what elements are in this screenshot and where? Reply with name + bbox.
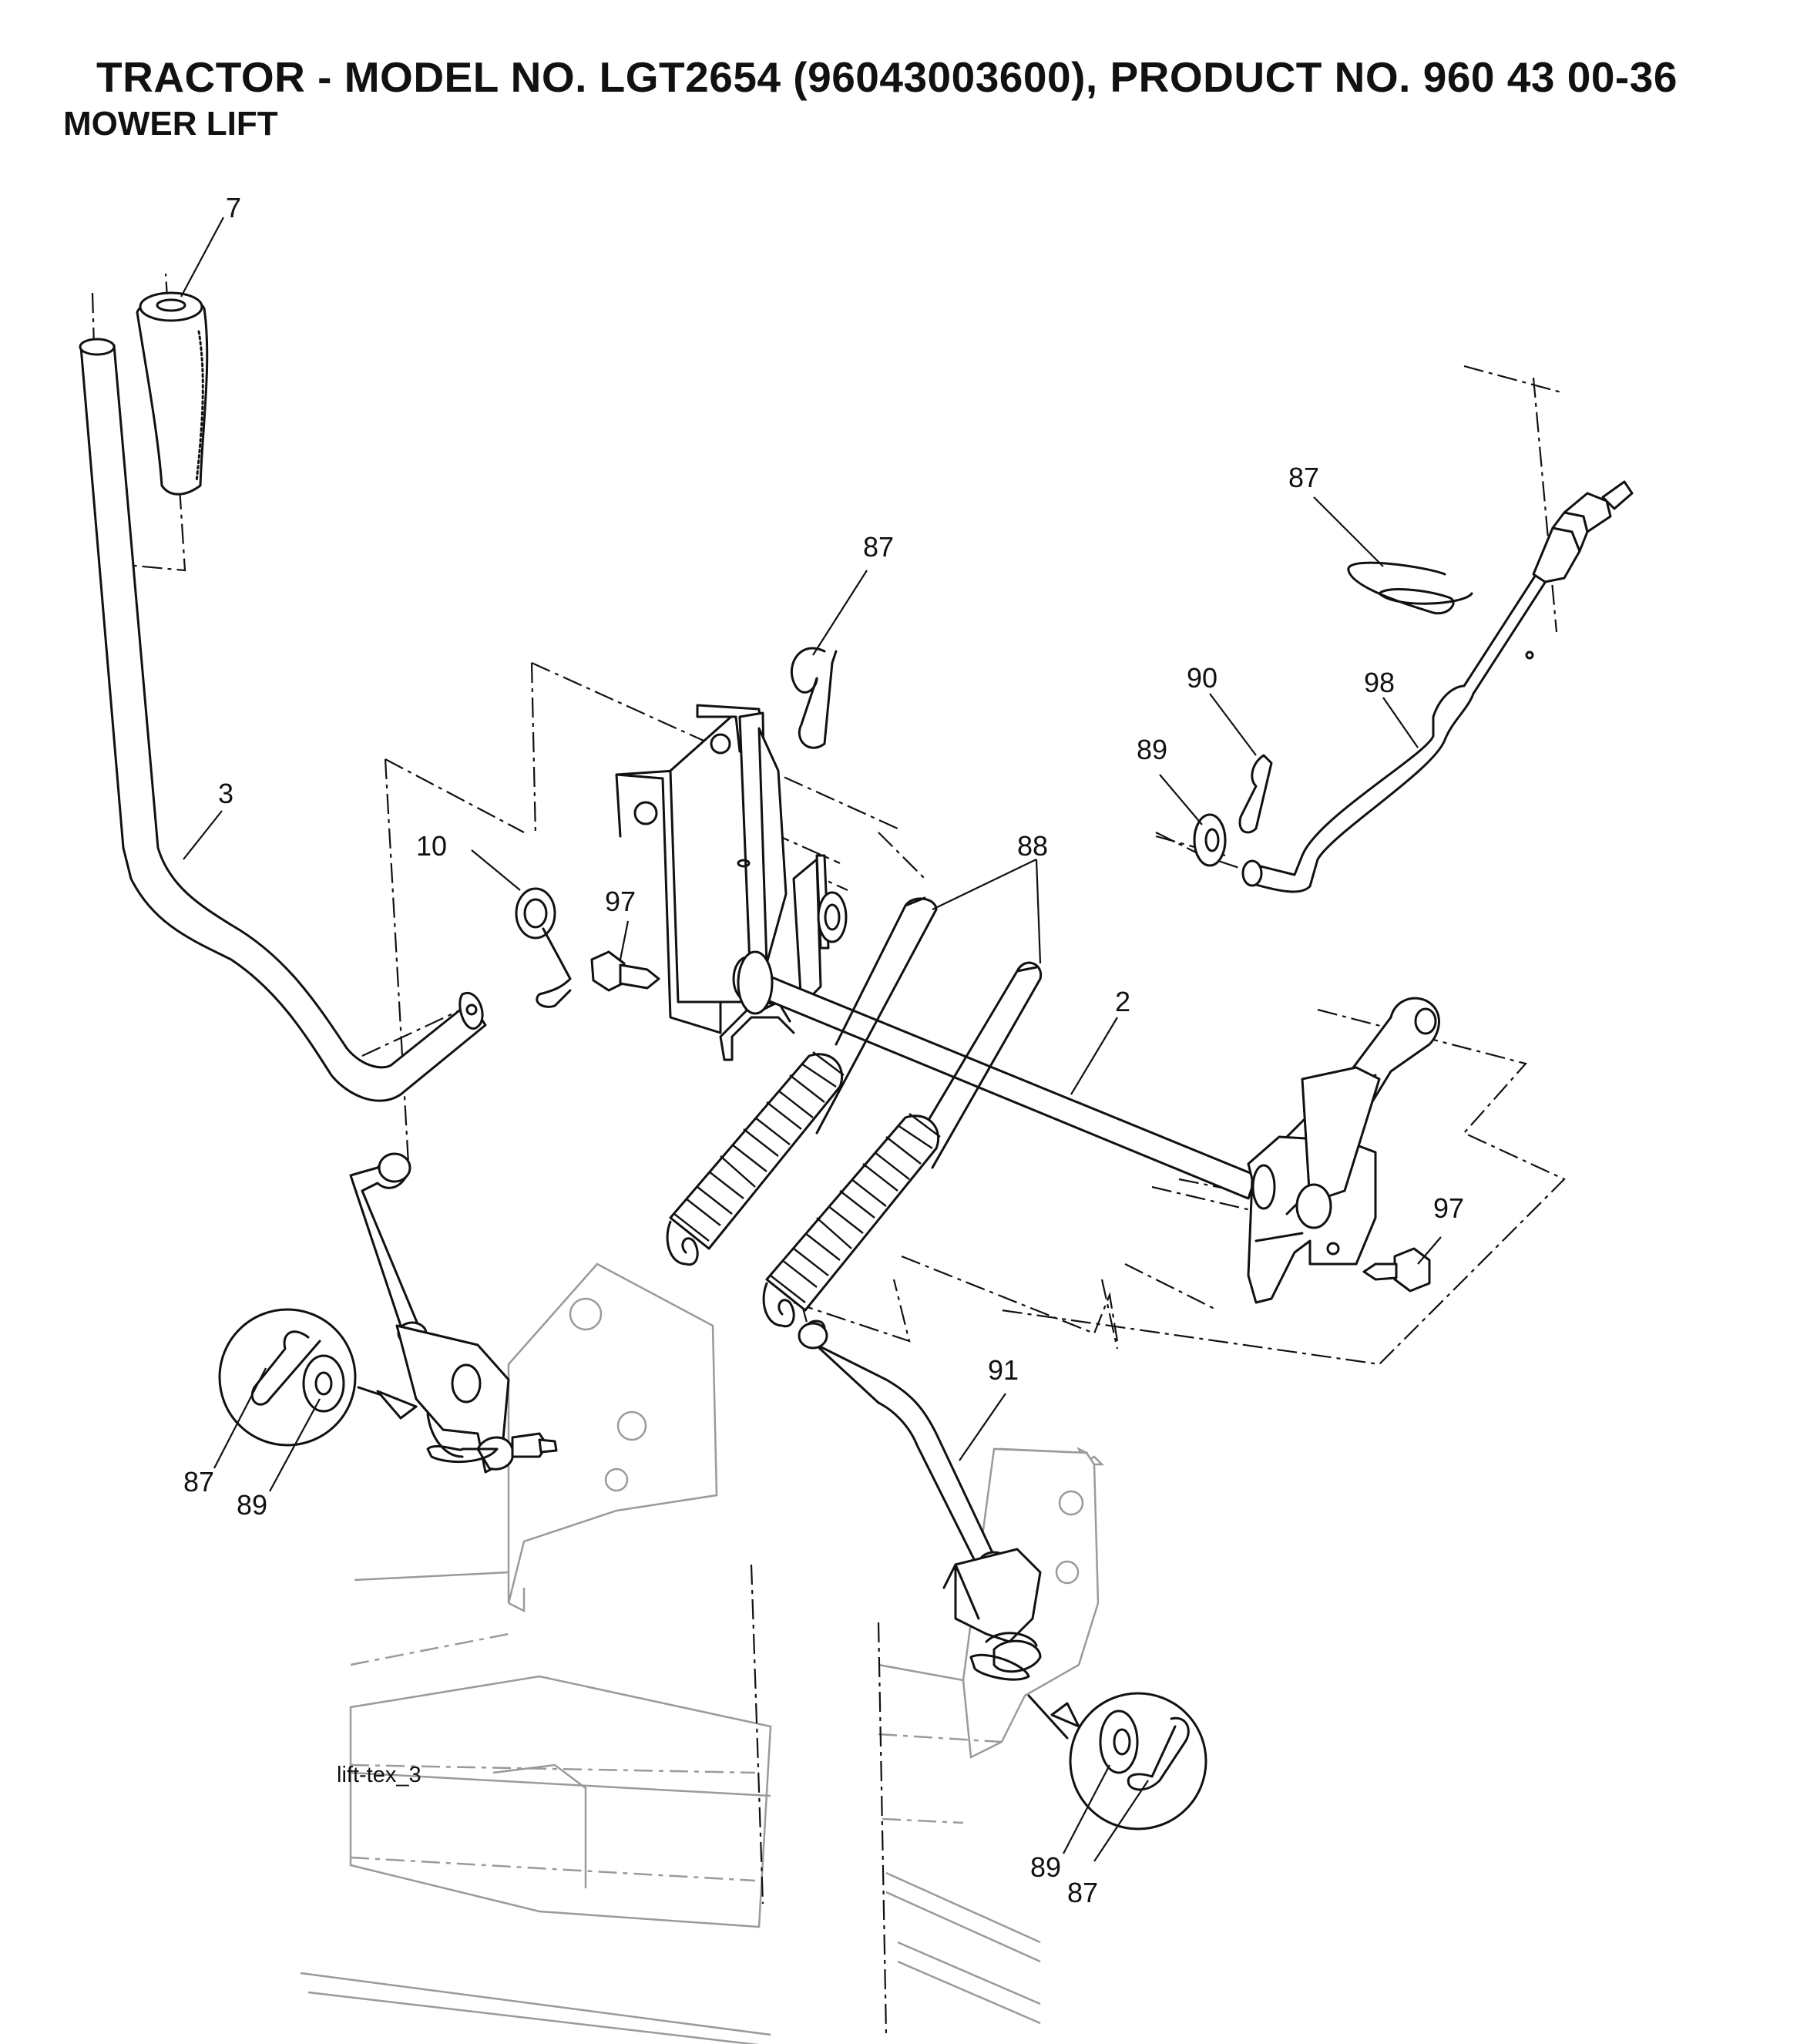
lower-link-left <box>349 1152 558 1474</box>
detail-circle-left <box>218 1308 418 1447</box>
callout-89-right: 89 <box>1137 734 1167 765</box>
callout-88: 88 <box>1017 830 1048 862</box>
leader-lines <box>180 217 1442 1862</box>
lift-shaft <box>732 950 1258 1200</box>
callout-89-detail-right: 89 <box>1030 1851 1061 1883</box>
hairpin-clip-icon <box>790 647 838 749</box>
callout-3: 3 <box>218 778 233 809</box>
lift-handle <box>79 338 487 1102</box>
spring-coil-right <box>762 1113 941 1328</box>
hairpin-clip-icon <box>1347 561 1473 615</box>
lift-arm-right <box>1247 997 1440 1304</box>
lower-link-right <box>798 1320 1042 1681</box>
bolt-icon <box>1362 1247 1431 1293</box>
callout-87-center: 87 <box>863 531 894 563</box>
callout-89-detail-left: 89 <box>237 1489 267 1521</box>
spring-coil-left <box>666 1051 845 1266</box>
callout-97-left: 97 <box>605 886 636 917</box>
callout-98: 98 <box>1364 667 1395 698</box>
deck-ghost-right <box>877 1447 1105 2036</box>
lift-link-rod <box>1241 480 1634 893</box>
callout-87-detail-left: 87 <box>183 1466 214 1498</box>
page-subtitle: MOWER LIFT <box>63 105 278 143</box>
figure-id: lift-tex_3 <box>337 1763 422 1787</box>
callout-10: 10 <box>416 830 447 862</box>
callout-91: 91 <box>988 1354 1019 1386</box>
callout-7: 7 <box>226 192 241 224</box>
pivot-bracket <box>719 854 848 1061</box>
page-title: TRACTOR - MODEL NO. LGT2654 (96043003600… <box>96 53 1678 101</box>
callout-97-right: 97 <box>1433 1192 1464 1224</box>
callout-87-detail-right: 87 <box>1067 1877 1098 1908</box>
center-bracket <box>615 704 788 1034</box>
detail-circle-right <box>1027 1692 1207 1831</box>
deck-ghost-left <box>300 1262 772 2044</box>
callout-2: 2 <box>1115 986 1130 1017</box>
callout-87-right: 87 <box>1288 462 1319 493</box>
spring-icon <box>515 887 572 1008</box>
washer-icon <box>1193 813 1227 867</box>
hairpin-clip-icon <box>1238 754 1273 834</box>
grip-icon <box>136 291 209 496</box>
bolt-icon <box>590 950 660 992</box>
spring-icon <box>815 896 1043 1169</box>
callout-90: 90 <box>1187 662 1217 694</box>
